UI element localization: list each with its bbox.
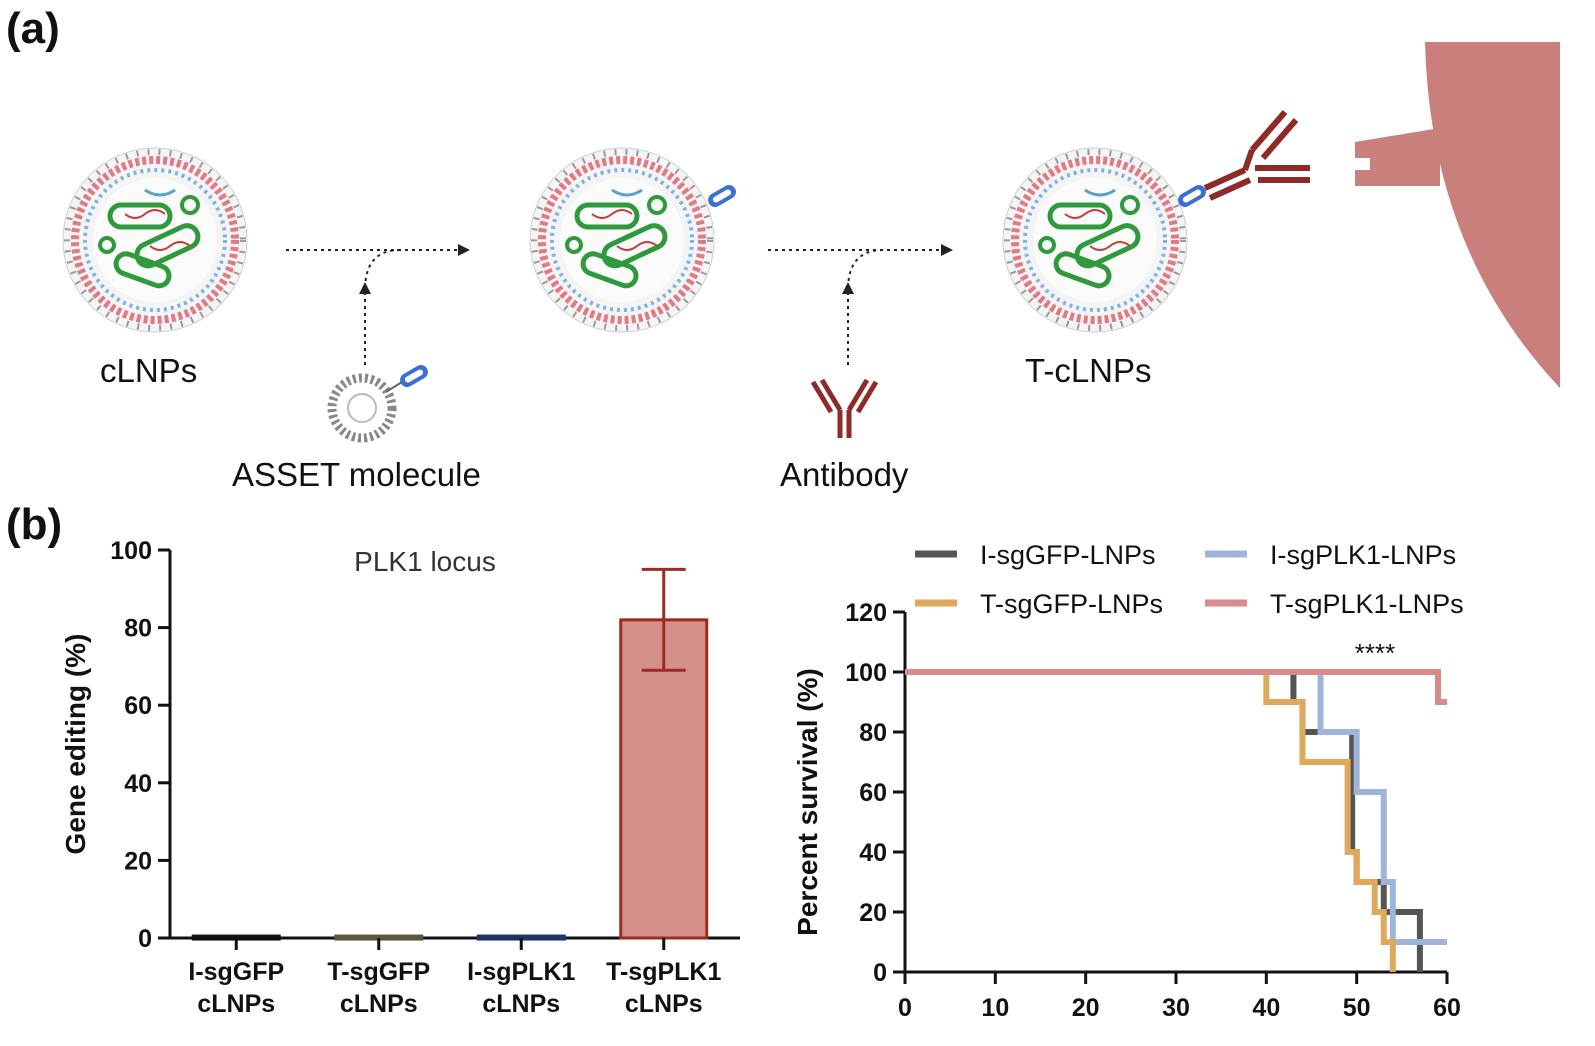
y-tick-label: 100 — [845, 659, 887, 687]
x-tick-label: 30 — [1162, 994, 1190, 1022]
y-tick-label: 20 — [859, 899, 887, 927]
panel-a-label: (a) — [6, 4, 60, 53]
y-tick-label: 80 — [859, 719, 887, 747]
legend-label: T-sgGFP-LNPs — [980, 589, 1163, 619]
survival-step-chart: 0 20 40 60 80 100 120 0 10 20 30 40 50 60 Percent surv… — [792, 540, 1464, 1022]
schematic-diagram — [0, 42, 1560, 443]
chart-title: PLK1 locus — [354, 546, 496, 577]
category-label: I-sgPLK1 — [467, 958, 575, 986]
y-tick-label: 40 — [859, 839, 887, 867]
y-tick-label: 40 — [124, 770, 152, 798]
antibody-caption: Antibody — [780, 456, 909, 493]
x-tick-label: 10 — [981, 994, 1009, 1022]
category-label: cLNPs — [340, 990, 418, 1018]
x-tick-label: 60 — [1433, 994, 1461, 1022]
asset-molecule-caption: ASSET molecule — [232, 456, 481, 493]
x-tick-label: 50 — [1343, 994, 1371, 1022]
category-label: cLNPs — [625, 990, 703, 1018]
x-tick-label: 0 — [898, 994, 912, 1022]
tclnp-particle-icon — [1003, 110, 1310, 332]
category-label: cLNPs — [197, 990, 275, 1018]
y-tick-label: 20 — [124, 847, 152, 875]
legend-label: I-sgPLK1-LNPs — [1270, 540, 1456, 570]
series-line — [905, 669, 1447, 945]
asset-molecule-icon — [327, 362, 431, 443]
series-line — [905, 669, 1447, 705]
category-label: cLNPs — [482, 990, 560, 1018]
significance-annotation: **** — [1355, 638, 1395, 668]
x-tick-label: 40 — [1252, 994, 1280, 1022]
legend-label: I-sgGFP-LNPs — [980, 540, 1156, 570]
category-label: T-sgGFP — [327, 958, 430, 986]
bar — [619, 618, 709, 940]
tclnps-caption: T-cLNPs — [1025, 352, 1152, 389]
series-line — [905, 669, 1396, 972]
category-label: T-sgPLK1 — [606, 958, 721, 986]
y-axis-title: Gene editing (%) — [60, 634, 91, 855]
y-tick-label: 100 — [110, 537, 152, 565]
legend-label: T-sgPLK1-LNPs — [1270, 589, 1464, 619]
y-tick-label: 80 — [124, 615, 152, 643]
arrow-step-1-icon — [286, 244, 470, 365]
category-label: I-sgGFP — [188, 958, 284, 986]
y-axis-title: Percent survival (%) — [792, 668, 823, 936]
y-tick-label: 0 — [873, 959, 887, 987]
arrow-step-2-icon — [768, 244, 953, 365]
x-tick-label: 20 — [1072, 994, 1100, 1022]
series-line — [905, 669, 1423, 972]
y-tick-label: 60 — [124, 692, 152, 720]
target-cell-icon — [1355, 42, 1560, 388]
y-tick-label: 60 — [859, 779, 887, 807]
clnps-caption: cLNPs — [100, 352, 198, 389]
panel-b-label: (b) — [6, 500, 63, 549]
y-tick-label: 120 — [845, 599, 887, 627]
y-tick-label: 0 — [138, 925, 152, 953]
